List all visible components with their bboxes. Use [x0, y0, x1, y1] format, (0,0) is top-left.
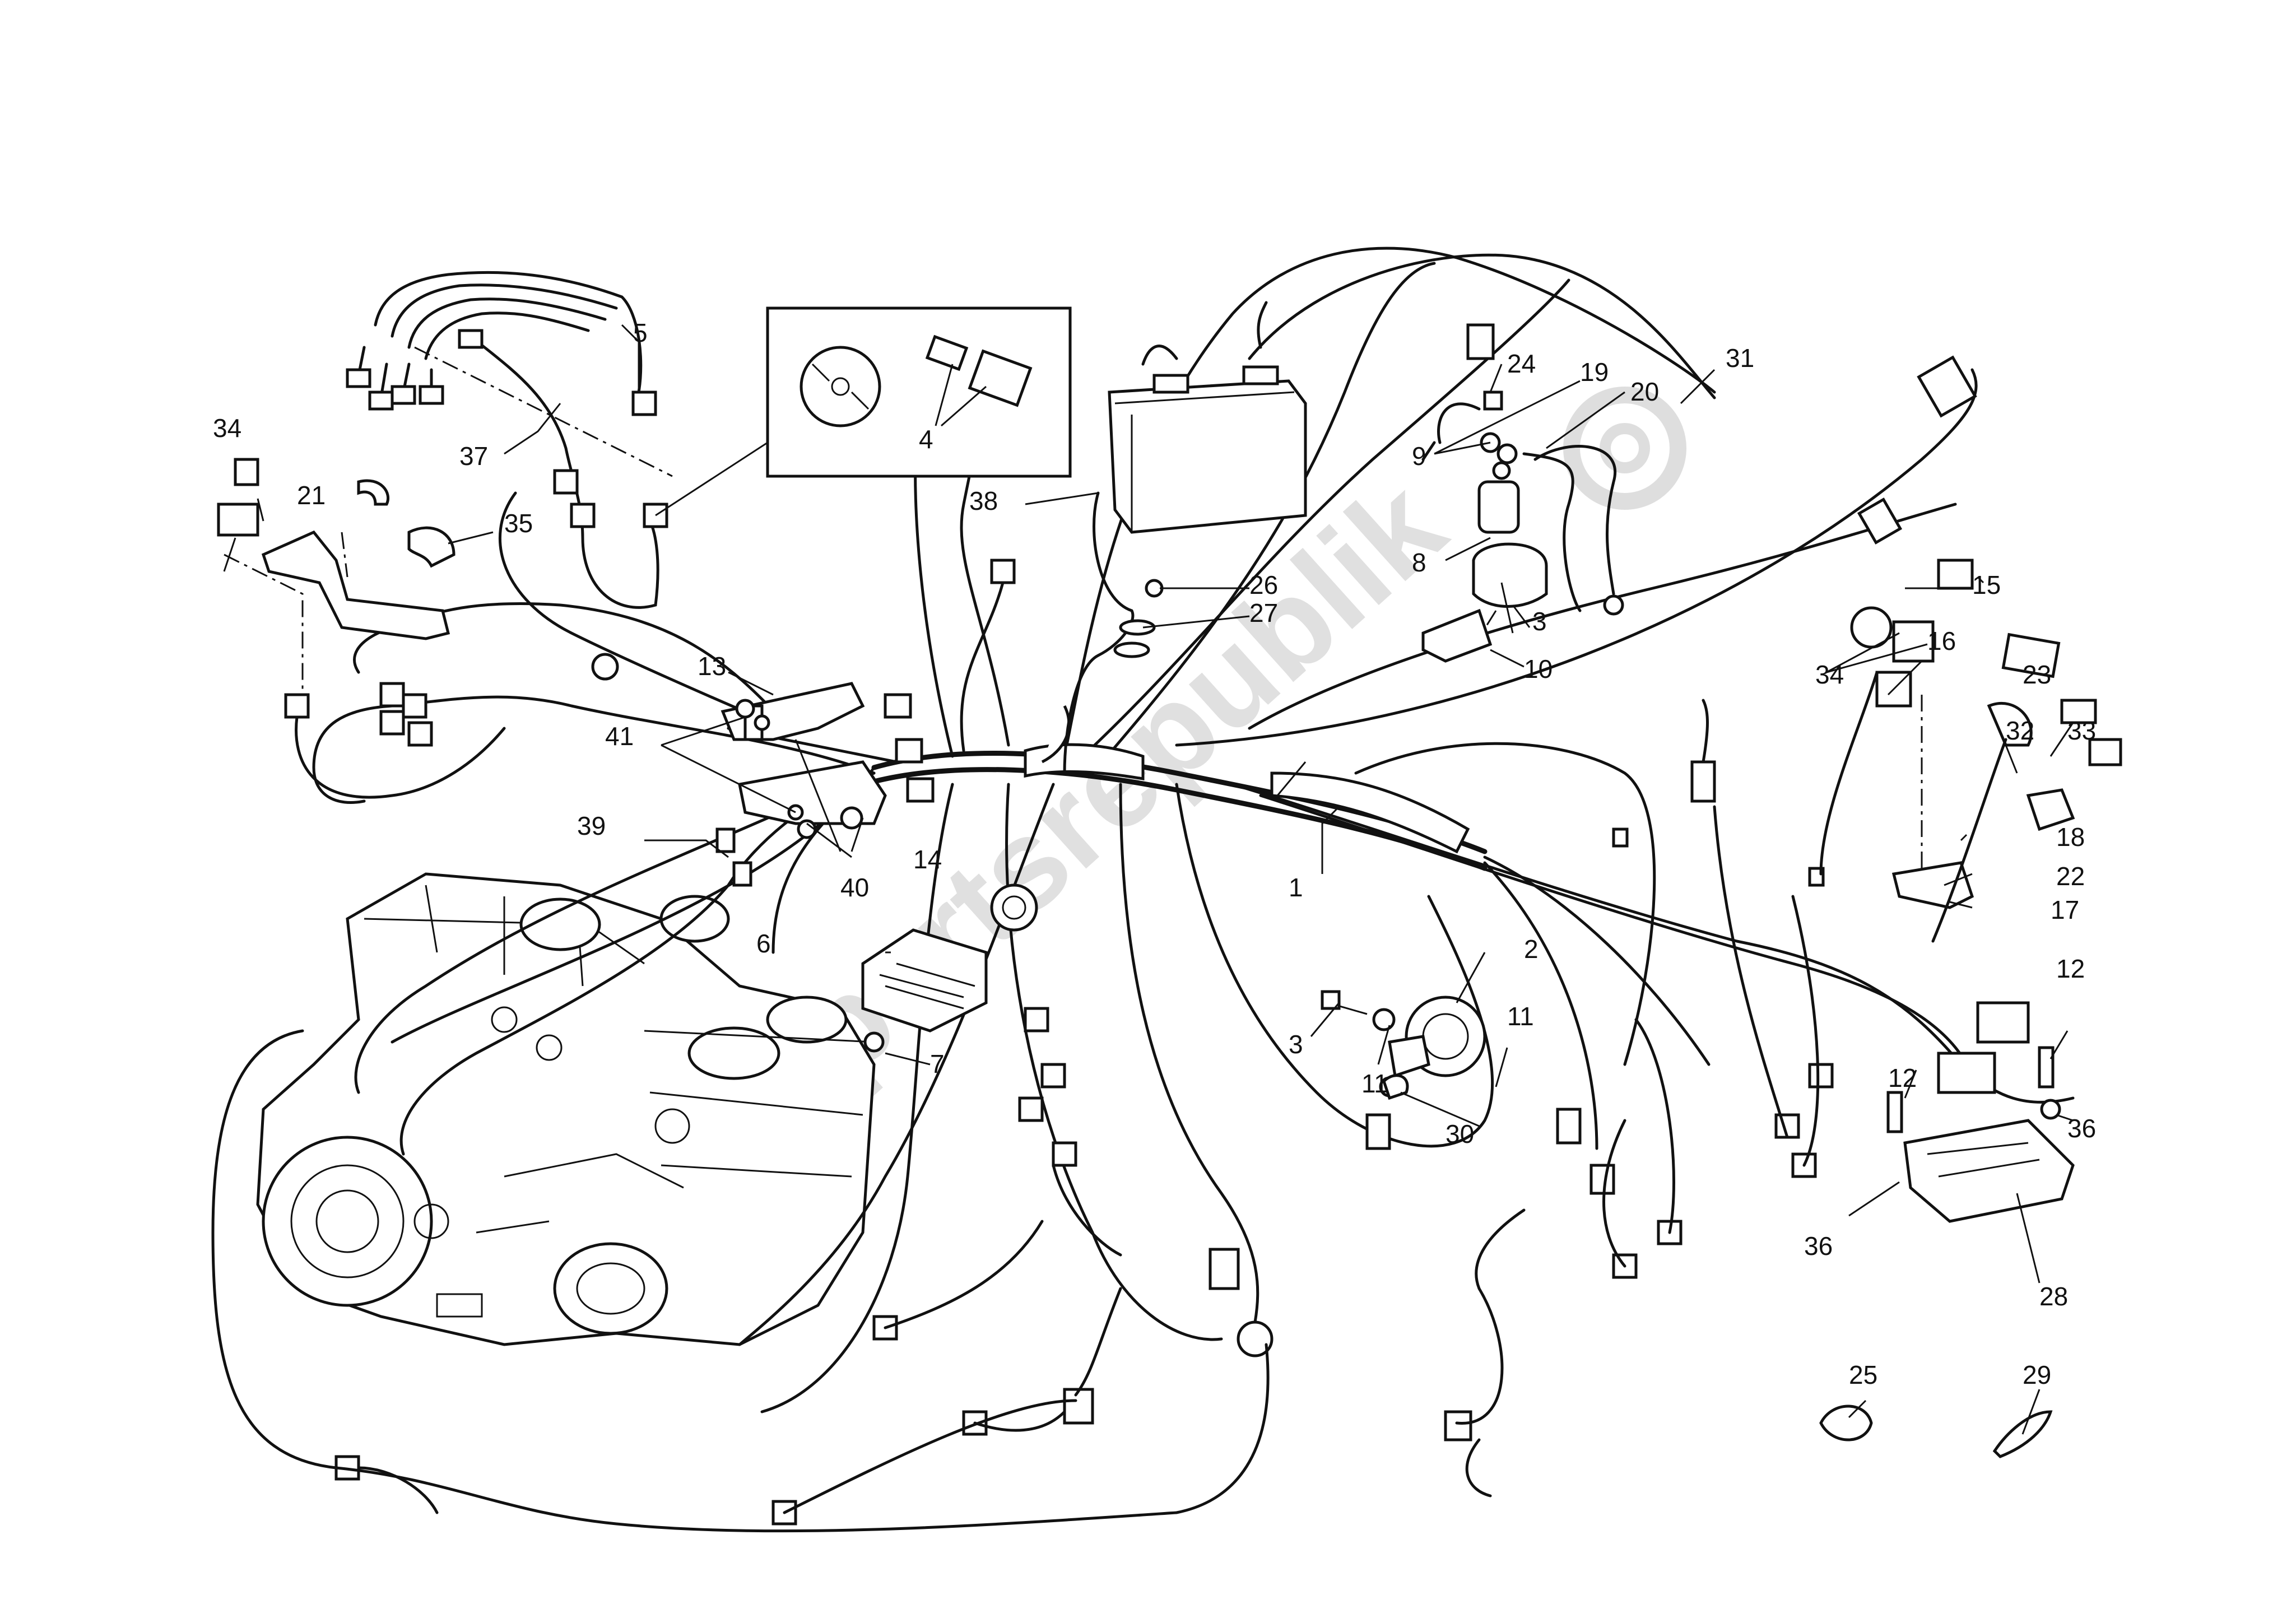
callout-29: 29 — [2023, 1360, 2051, 1389]
callout-2: 2 — [1524, 934, 1539, 964]
callout-15: 15 — [1972, 570, 2001, 599]
engine-block — [256, 872, 876, 1346]
callout-39: 39 — [577, 811, 606, 840]
bracket-13-14 — [715, 682, 935, 887]
left-connectors — [379, 653, 619, 747]
bracket-cluster-left — [217, 458, 506, 799]
callout-24: 24 — [1507, 349, 1536, 378]
callout-40: 40 — [840, 873, 869, 902]
watermark-gear-icon — [1563, 387, 1686, 510]
callout-28: 28 — [2039, 1282, 2068, 1311]
callout-18: 18 — [2056, 822, 2085, 852]
callout-13: 13 — [698, 652, 726, 681]
callout-6: 6 — [756, 929, 771, 958]
callout-3b: 3 — [1532, 607, 1547, 636]
callout-30: 30 — [1446, 1119, 1474, 1148]
callout-8: 8 — [1412, 548, 1426, 577]
callout-14: 14 — [913, 845, 942, 874]
callout-36b: 36 — [2067, 1114, 2096, 1143]
callout-5: 5 — [633, 318, 648, 347]
callout-12b: 12 — [1888, 1063, 1917, 1092]
callout-33: 33 — [2067, 716, 2096, 745]
callout-26: 26 — [1249, 570, 1278, 599]
starter-solenoid-group — [1421, 323, 1624, 663]
harness-sleeves — [1024, 705, 1470, 854]
callout-31: 31 — [1726, 343, 1754, 373]
callout-labels: 1 2 3 3 4 5 6 7 8 9 10 11 11 12 12 13 14… — [213, 318, 2096, 1389]
loop-wires — [211, 671, 2007, 1533]
callout-25: 25 — [1849, 1360, 1877, 1389]
callout-1: 1 — [1289, 873, 1303, 902]
callout-34a: 34 — [213, 413, 241, 443]
scattered-connectors — [334, 760, 1834, 1526]
inset-leader — [655, 441, 768, 517]
callout-19: 19 — [1580, 357, 1609, 387]
harness-part-37 — [458, 329, 668, 609]
callout-37: 37 — [459, 441, 488, 471]
callout-34b: 34 — [1815, 660, 1844, 689]
callout-11b: 11 — [1507, 1002, 1534, 1031]
regulator-part-6 — [861, 883, 1038, 1053]
callout-41: 41 — [605, 722, 634, 751]
callout-17: 17 — [2051, 895, 2079, 924]
callout-10: 10 — [1524, 654, 1553, 683]
callout-16: 16 — [1927, 626, 1956, 655]
callout-7: 7 — [930, 1049, 945, 1078]
callout-12a: 12 — [2056, 954, 2085, 983]
callout-11a: 11 — [1361, 1069, 1388, 1098]
callout-23: 23 — [2023, 660, 2051, 689]
callout-36a: 36 — [1804, 1231, 1833, 1261]
right-components — [1850, 355, 2122, 1223]
callout-27: 27 — [1249, 598, 1278, 627]
callout-4: 4 — [919, 425, 933, 454]
battery-part-38 — [960, 253, 1716, 775]
harness-part-5 — [346, 271, 657, 416]
clips-25-29 — [1819, 1405, 2053, 1458]
callout-3a: 3 — [1289, 1030, 1303, 1059]
callout-20: 20 — [1630, 377, 1659, 406]
callout-32: 32 — [2006, 716, 2034, 745]
horn-part-2 — [1321, 990, 1486, 1100]
callout-35: 35 — [504, 509, 533, 538]
callout-38: 38 — [969, 486, 998, 515]
callout-22: 22 — [2056, 862, 2085, 891]
callout-21: 21 — [297, 481, 326, 510]
callout-9: 9 — [1412, 441, 1426, 471]
leader-lines — [257, 324, 2074, 1435]
inset-part-4 — [766, 306, 1072, 478]
